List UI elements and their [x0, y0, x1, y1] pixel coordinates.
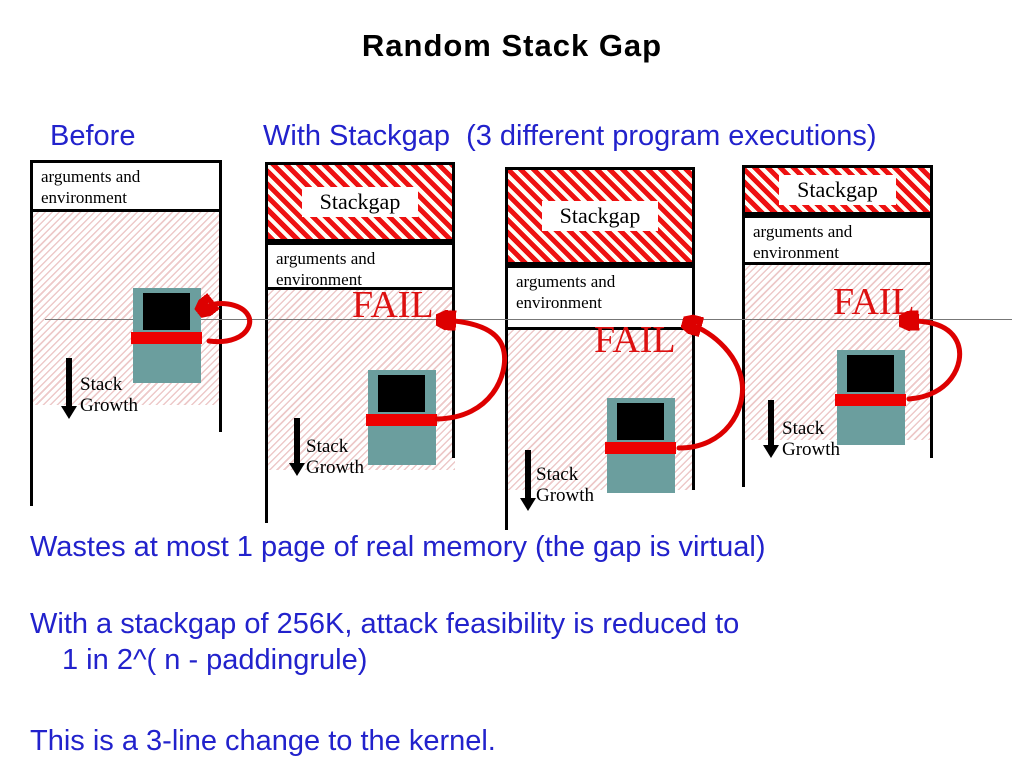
terminal-icon — [605, 398, 676, 493]
stackgap-box-3: Stackgap — [742, 165, 933, 215]
stackgap-label: Stackgap — [301, 187, 419, 217]
stack-growth-label: Stack Growth — [782, 418, 841, 460]
terminal-screen-icon — [847, 355, 894, 392]
terminal-icon — [835, 350, 906, 445]
stack-growth-arrow-icon — [763, 400, 779, 458]
stack-growth-label: Stack Growth — [80, 374, 139, 416]
column-right-border — [452, 162, 455, 458]
stackgap-label: Stackgap — [541, 201, 659, 231]
fail-label: FAIL — [833, 281, 915, 323]
stack-growth-label: Stack Growth — [306, 436, 365, 478]
terminal-screen-icon — [617, 403, 664, 440]
column-left-border — [505, 167, 508, 530]
stackgap-box-1: Stackgap — [265, 162, 455, 242]
fail-label: FAIL — [594, 319, 676, 361]
stack-growth-arrow-icon — [61, 358, 77, 419]
note-line-1: Wastes at most 1 page of real memory (th… — [30, 531, 766, 563]
stack-growth-arrow-icon — [289, 418, 305, 476]
before-heading: Before — [50, 120, 136, 152]
note-line-3: This is a 3-line change to the kernel. — [30, 725, 496, 757]
terminal-overflow-stripe — [131, 332, 202, 344]
column-left-border — [742, 165, 745, 487]
terminal-overflow-stripe — [835, 394, 906, 406]
column-right-border — [219, 160, 222, 432]
with-stackgap-heading: With Stackgap (3 different program execu… — [263, 120, 877, 152]
note-line-2: With a stackgap of 256K, attack feasibil… — [30, 608, 740, 640]
slide-title: Random Stack Gap — [361, 28, 663, 63]
terminal-icon — [366, 370, 437, 465]
note-line-2-indent: 1 in 2^( n - paddingrule) — [62, 644, 368, 676]
stackgap-label: Stackgap — [779, 175, 896, 205]
terminal-screen-icon — [378, 375, 425, 412]
terminal-icon — [131, 288, 202, 383]
terminal-screen-icon — [143, 293, 190, 330]
stack-growth-label: Stack Growth — [536, 464, 595, 506]
terminal-overflow-stripe — [366, 414, 437, 426]
stackgap-box-2: Stackgap — [505, 167, 695, 265]
column-left-border — [265, 162, 268, 523]
arguments-box-1: arguments and environment — [265, 242, 455, 290]
fail-label: FAIL — [352, 284, 434, 326]
column-right-border — [692, 167, 695, 490]
stack-growth-arrow-icon — [520, 450, 536, 511]
terminal-overflow-stripe — [605, 442, 676, 454]
arguments-box-before: arguments and environment — [30, 160, 222, 212]
column-left-border — [30, 160, 33, 506]
memory-boundary-line — [45, 319, 1012, 320]
column-right-border — [930, 165, 933, 458]
arguments-box-3: arguments and environment — [742, 215, 933, 265]
